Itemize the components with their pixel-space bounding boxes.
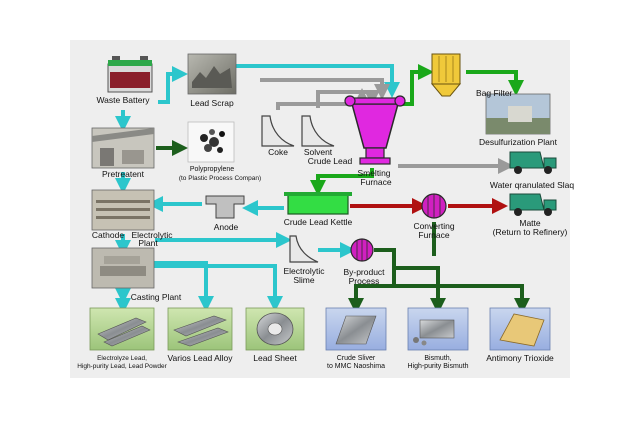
label-electrolytic-slime: Electrolytic bbox=[283, 266, 325, 276]
label-smelting: Smelting bbox=[357, 168, 390, 178]
polypropylene-image bbox=[187, 121, 235, 163]
label-lead-scrap: Lead Scrap bbox=[190, 98, 234, 108]
waste-battery-icon bbox=[107, 56, 153, 93]
anode-icon bbox=[205, 195, 245, 219]
bag-filter-icon bbox=[430, 53, 462, 97]
casting-plant-image bbox=[91, 247, 155, 289]
byproduct-process-icon bbox=[350, 238, 374, 262]
arrow-casting-to-alloy bbox=[152, 261, 214, 312]
crude-lead-kettle-icon bbox=[284, 192, 352, 215]
matte-truck-icon bbox=[509, 193, 557, 216]
label-smelting-furnace: Furnace bbox=[360, 177, 391, 187]
arrow-solvent-to-furnace bbox=[316, 90, 380, 108]
label-antimony-trioxide: Antimony Trioxide bbox=[486, 353, 554, 363]
arrow-battery-to-leadscrap bbox=[158, 66, 188, 104]
antimony-trioxide-image bbox=[489, 307, 551, 351]
label-desulfurization-plant: Desulfurization Plant bbox=[479, 137, 558, 147]
label-byproduct-process: Process bbox=[349, 276, 380, 286]
arrow-casting-to-sheet bbox=[152, 264, 283, 312]
electrolyze-lead-image bbox=[89, 307, 155, 351]
label-crude-lead: Crude Lead bbox=[308, 156, 353, 166]
arrow-furnace-to-bagfilter bbox=[398, 64, 434, 106]
electrolytic-plant-image bbox=[91, 189, 155, 231]
label-electrolytic-plant: Plant bbox=[138, 238, 158, 248]
label-electrolytic-slime-2: Slime bbox=[293, 275, 315, 285]
pretreatment-image bbox=[91, 127, 155, 169]
electrolytic-slime-icon bbox=[289, 235, 319, 263]
labels: Waste Battery Lead Scrap Bag Filter Desu… bbox=[77, 88, 574, 370]
label-byproduct: By-product bbox=[343, 267, 385, 277]
label-anode: Anode bbox=[214, 222, 239, 232]
label-solvent: Solvent bbox=[304, 147, 333, 157]
label-matte: Matte bbox=[519, 218, 541, 228]
label-matte-note: (Return to Refinery) bbox=[493, 227, 568, 237]
various-lead-alloy-image bbox=[167, 307, 233, 351]
arrows bbox=[115, 64, 530, 314]
label-crude-silver-2: to MMC Naoshima bbox=[327, 363, 385, 370]
coke-icon bbox=[261, 115, 295, 147]
label-electrolyze-lead: Electrolyze Lead, bbox=[97, 355, 147, 362]
crude-silver-image bbox=[325, 307, 387, 351]
solvent-icon bbox=[301, 115, 335, 147]
label-various-alloy: Varios Lead Alloy bbox=[167, 353, 233, 363]
label-casting-plant: Casting Plant bbox=[131, 292, 182, 302]
label-polypropylene-note: (to Plastic Process Compan) bbox=[179, 175, 261, 182]
label-bismuth: Bismuth, bbox=[424, 355, 451, 362]
label-lead-sheet: Lead Sheet bbox=[253, 353, 297, 363]
desulfurization-plant-image bbox=[485, 93, 551, 135]
slag-truck-icon bbox=[509, 151, 557, 174]
label-polypropylene: Polypropylene bbox=[190, 166, 234, 173]
label-converting-furnace: Furnace bbox=[418, 230, 449, 240]
arrow-furnace-to-kettle bbox=[310, 168, 374, 196]
label-electrolytic: Electrolytic bbox=[131, 230, 173, 240]
smelting-furnace-icon bbox=[344, 95, 406, 165]
arrow-byproduct-to-antimony bbox=[394, 284, 530, 314]
arrow-leadscrap-to-furnace bbox=[236, 64, 400, 98]
bismuth-image bbox=[407, 307, 469, 351]
label-crude-lead-kettle: Crude Lead Kettle bbox=[284, 217, 353, 227]
label-bismuth-2: High-purity Bismuth bbox=[407, 363, 468, 370]
arrow-bagfilter-to-desulfurization bbox=[466, 70, 524, 96]
arrow-byproduct-to-bismuth bbox=[394, 266, 446, 314]
label-bag-filter: Bag Filter bbox=[476, 88, 513, 98]
label-water-granulated-slag: Water qranulated Slaq bbox=[490, 180, 575, 190]
label-converting: Converting bbox=[413, 221, 454, 231]
label-pretreatment: Pretreatent bbox=[102, 169, 145, 179]
label-cathode: Cathode bbox=[92, 230, 124, 240]
lead-scrap-image bbox=[187, 53, 237, 95]
label-waste-battery: Waste Battery bbox=[96, 95, 150, 105]
label-electrolyze-lead-2: High-purity Lead, Lead Powder bbox=[77, 363, 167, 370]
arrow-crudelead-to-furnace bbox=[260, 78, 390, 100]
converting-furnace-icon bbox=[421, 193, 447, 219]
label-crude-silver: Crude Sliver bbox=[337, 355, 376, 362]
lead-sheet-image bbox=[245, 307, 305, 351]
label-coke: Coke bbox=[268, 147, 288, 157]
